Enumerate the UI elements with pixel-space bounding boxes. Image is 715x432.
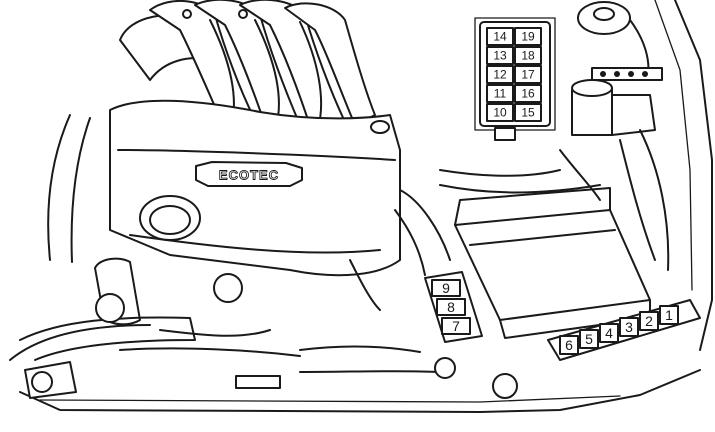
fuse-label: 10 — [493, 106, 507, 120]
fuse-cell — [514, 84, 542, 103]
fuse-label: 15 — [521, 106, 535, 120]
fuse-label: 5 — [585, 331, 593, 347]
fuse-cell — [486, 46, 514, 65]
fuse-cell — [659, 305, 679, 325]
intake-manifold — [119, 0, 376, 134]
front-panel — [19, 369, 701, 413]
fuse-cell — [436, 298, 466, 316]
engine-cover — [109, 99, 401, 277]
fuse-cell — [559, 335, 579, 355]
fuse-label: 7 — [452, 318, 460, 334]
fuse-label: 3 — [625, 319, 633, 335]
fuse-cell — [486, 84, 514, 103]
brand-text: ECOTEC — [219, 168, 279, 183]
connector-strip — [591, 67, 663, 81]
bolt-icon — [182, 9, 192, 19]
right-hose — [639, 129, 670, 271]
brake-reservoir — [571, 79, 656, 136]
fuse-label: 6 — [565, 337, 573, 353]
fuse-label: 8 — [447, 299, 455, 315]
fuse-label: 17 — [521, 68, 535, 82]
center-wiring — [349, 149, 601, 311]
fuse-label: 13 — [493, 49, 507, 63]
sensor-ring-icon — [213, 273, 243, 303]
fuse-label: 9 — [442, 280, 450, 296]
fuse-cell — [619, 317, 639, 337]
oil-filler-opening — [139, 195, 201, 241]
right-hose — [619, 139, 656, 261]
fuse-cell — [486, 27, 514, 46]
fuse-label: 11 — [494, 87, 507, 101]
fuse-cell — [514, 65, 542, 84]
bolt-icon — [238, 9, 248, 19]
fuse-box-upper-cells: 14 19 13 18 12 17 11 16 10 15 — [486, 27, 542, 122]
fuse-label: 14 — [493, 30, 507, 44]
fuse-cell — [639, 311, 659, 331]
fuse-cell — [599, 323, 619, 343]
fuse-cell — [486, 103, 514, 122]
battery — [454, 187, 651, 339]
fuse-cell — [579, 329, 599, 349]
hood-edge — [674, 0, 713, 351]
brand-emblem — [195, 161, 303, 187]
reservoir-cap-icon — [95, 293, 125, 323]
relay-block-left-cells: 9 8 7 — [431, 279, 471, 335]
fuse-label: 19 — [521, 30, 535, 44]
fuse-cell — [486, 65, 514, 84]
hood-inner-edge — [654, 0, 693, 291]
fuse-label: 2 — [645, 313, 653, 329]
fuse-cell — [514, 103, 542, 122]
fuse-label: 16 — [521, 87, 535, 101]
strut-top — [577, 1, 650, 76]
front-panel-inner — [39, 395, 621, 403]
fuse-cell — [431, 279, 461, 297]
fuse-cell — [514, 46, 542, 65]
fuse-label: 12 — [493, 68, 507, 82]
fuse-label: 1 — [665, 307, 673, 323]
fuse-label: 4 — [605, 325, 613, 341]
fuse-cell — [441, 317, 471, 335]
fuse-cell — [514, 27, 542, 46]
fuse-label: 18 — [521, 49, 535, 63]
lower-pipes — [24, 345, 518, 399]
